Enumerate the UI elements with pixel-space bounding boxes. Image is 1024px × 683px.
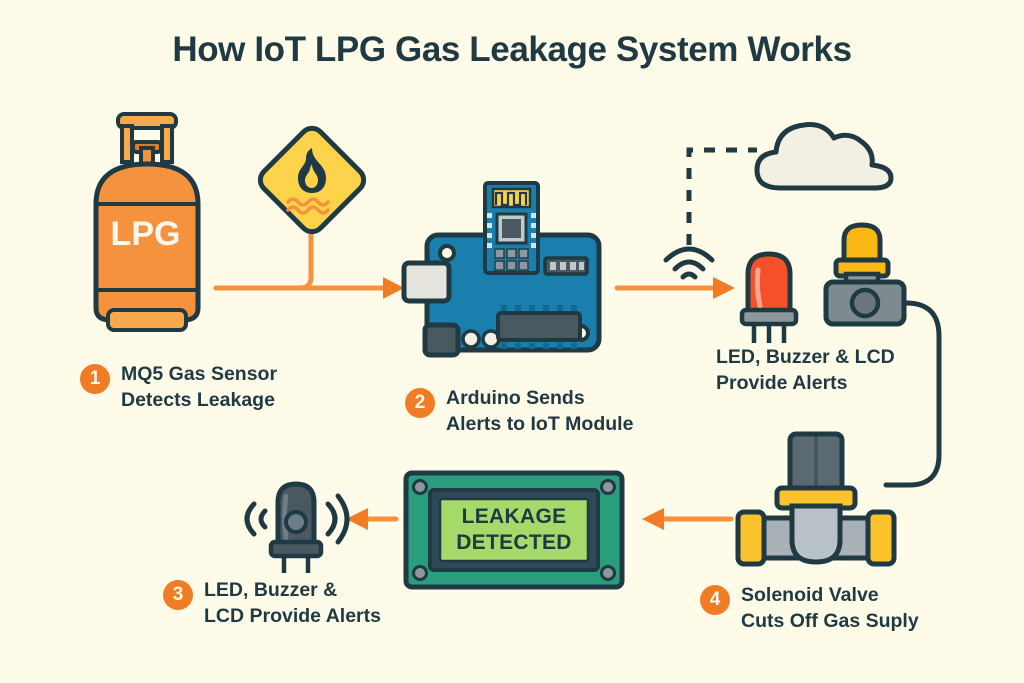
annotation-led-buzzer-lcd-alerts: LED, Buzzer & LCD Provide Alerts (716, 346, 895, 394)
step-1-label: MQ5 Gas Sensor Detects Leakage (121, 363, 278, 411)
esp8266-wifi-module-icon (483, 181, 540, 275)
step-4-badge: 4 (700, 585, 730, 615)
wifi-signal-icon (663, 246, 715, 280)
step-3-led-buzzer-lcd: 3 LED, Buzzer & LCD Provide Alerts (163, 578, 381, 630)
arduino-board-icon (401, 181, 602, 358)
arrow-valve-to-lcd (642, 508, 734, 530)
step-1-badge: 1 (80, 364, 110, 394)
step-1-mq5-gas-sensor: 1 MQ5 Gas Sensor Detects Leakage (80, 362, 277, 414)
lcd-display-icon (403, 470, 625, 590)
solenoid-valve-icon (735, 431, 897, 567)
lcd-line-1: LEAKAGE (461, 505, 567, 529)
cloud-icon (754, 122, 894, 191)
dashed-link-wifi-to-cloud (686, 147, 757, 245)
siren-buzzer-icon (823, 222, 907, 327)
step-3-badge: 3 (163, 580, 193, 610)
step-3-label: LED, Buzzer & LCD Provide Alerts (204, 579, 381, 627)
gas-cylinder-icon (93, 112, 201, 332)
page-title: How IoT LPG Gas Leakage System Works (172, 30, 852, 69)
step-4-label: Solenoid Valve Cuts Off Gas Suply (741, 584, 919, 632)
arrow-cylinder-to-arduino (213, 232, 404, 299)
led-indicator-icon (739, 251, 799, 343)
step-4-solenoid-valve: 4 Solenoid Valve Cuts Off Gas Suply (700, 583, 919, 635)
arrow-lcd-to-buzzer (346, 508, 399, 530)
flammable-hazard-sign-icon (257, 125, 367, 235)
buzzer-icon (244, 481, 350, 573)
cylinder-label: LPG (110, 215, 181, 253)
arrow-arduino-to-led (614, 277, 735, 299)
wire-siren-to-valve (883, 300, 942, 488)
step-2-arduino-sends-alerts: 2 Arduino Sends Alerts to IoT Module (405, 386, 633, 438)
lcd-line-2: DETECTED (456, 531, 572, 554)
step-2-label: Arduino Sends Alerts to IoT Module (446, 387, 634, 435)
step-2-badge: 2 (405, 388, 435, 418)
lcd-screen-text: LEAKAGE DETECTED (440, 499, 588, 561)
